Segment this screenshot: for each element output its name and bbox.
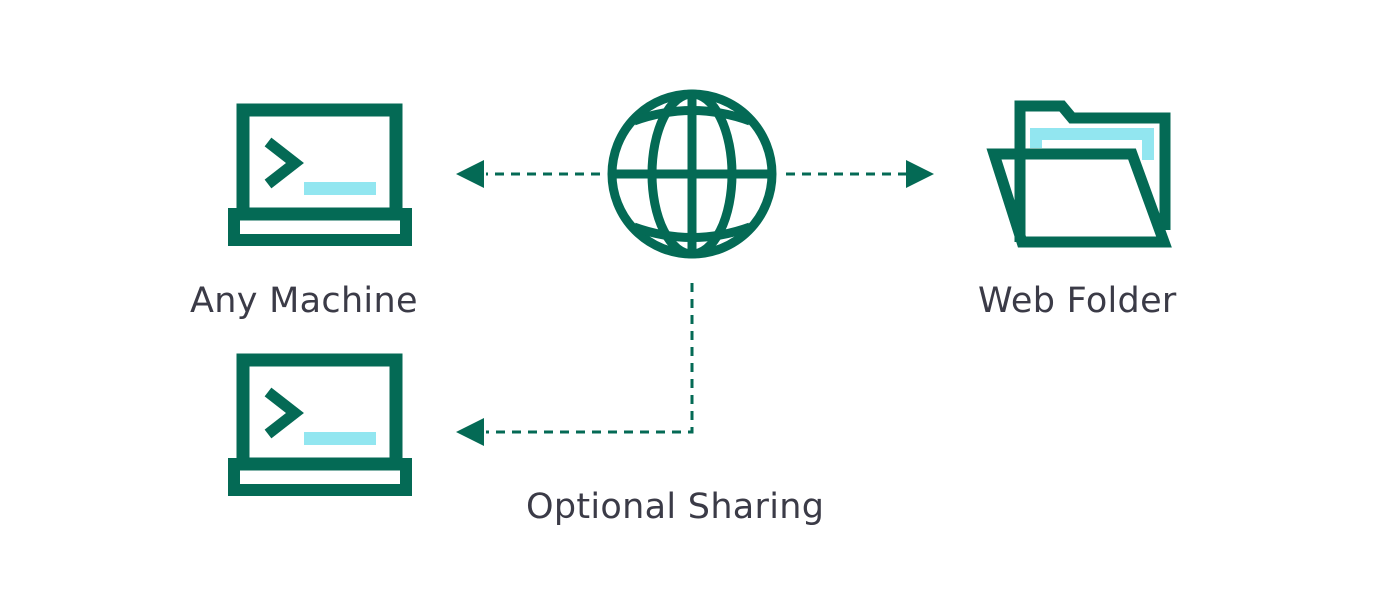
open-folder-icon xyxy=(986,100,1172,248)
web-folder-label: Web Folder xyxy=(978,281,1177,321)
connector-to-any-machine xyxy=(456,160,600,188)
laptop-top-icon xyxy=(228,103,412,246)
connector-optional-sharing xyxy=(456,283,694,446)
any-machine-label: Any Machine xyxy=(190,281,418,321)
globe-icon xyxy=(607,89,777,259)
laptop-bottom-icon xyxy=(228,353,412,496)
optional-sharing-label: Optional Sharing xyxy=(526,487,825,527)
connector-to-web-folder xyxy=(786,160,934,188)
